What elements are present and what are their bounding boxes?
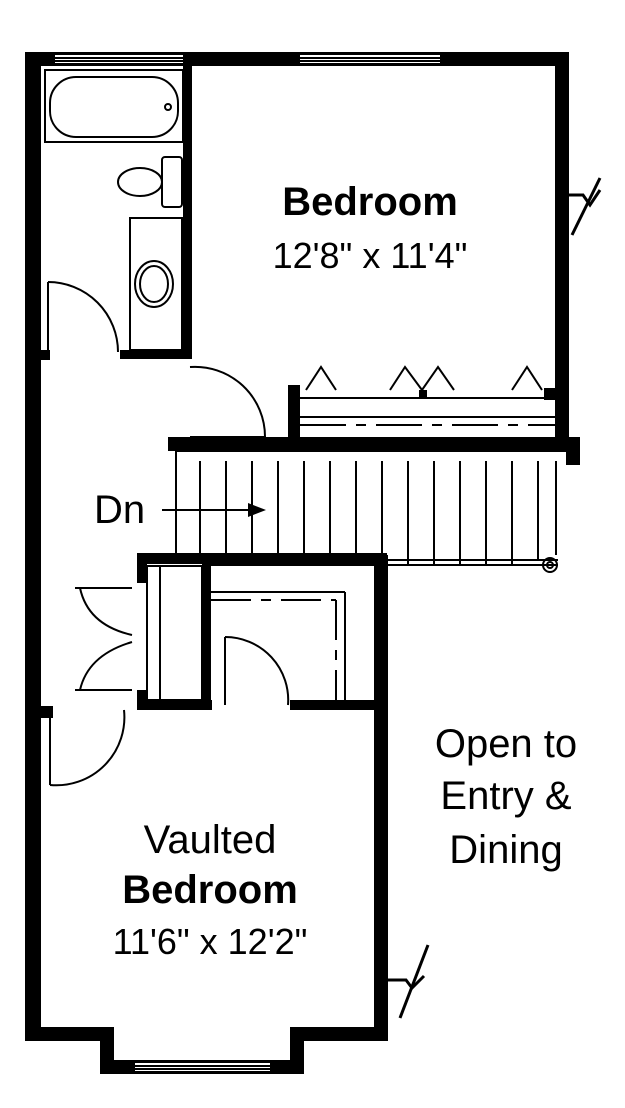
- open-area-line3: Dining: [449, 828, 563, 872]
- closet: [300, 365, 555, 426]
- vaulted-bedroom-name: Bedroom: [122, 868, 298, 912]
- open-area-line1: Open to: [434, 722, 578, 766]
- doors: [47, 281, 290, 787]
- stairs: [162, 450, 566, 573]
- windows: [55, 55, 440, 1071]
- vanity: [129, 217, 183, 351]
- vaulted-bedroom-line1: Vaulted: [143, 818, 277, 862]
- closet-2: [211, 591, 346, 700]
- bedroom-name: Bedroom: [282, 180, 458, 224]
- bathtub: [44, 69, 184, 143]
- bedroom-size: 12'8" x 11'4": [272, 235, 468, 276]
- linen-closet: [146, 565, 203, 701]
- vaulted-bedroom-size: 11'6" x 12'2": [112, 921, 308, 962]
- toilet: [117, 156, 183, 208]
- stairs-label: Dn: [94, 488, 146, 532]
- interior-walls: [41, 64, 387, 718]
- open-area-line2: Entry &: [440, 774, 572, 818]
- wall-break: [388, 177, 602, 1019]
